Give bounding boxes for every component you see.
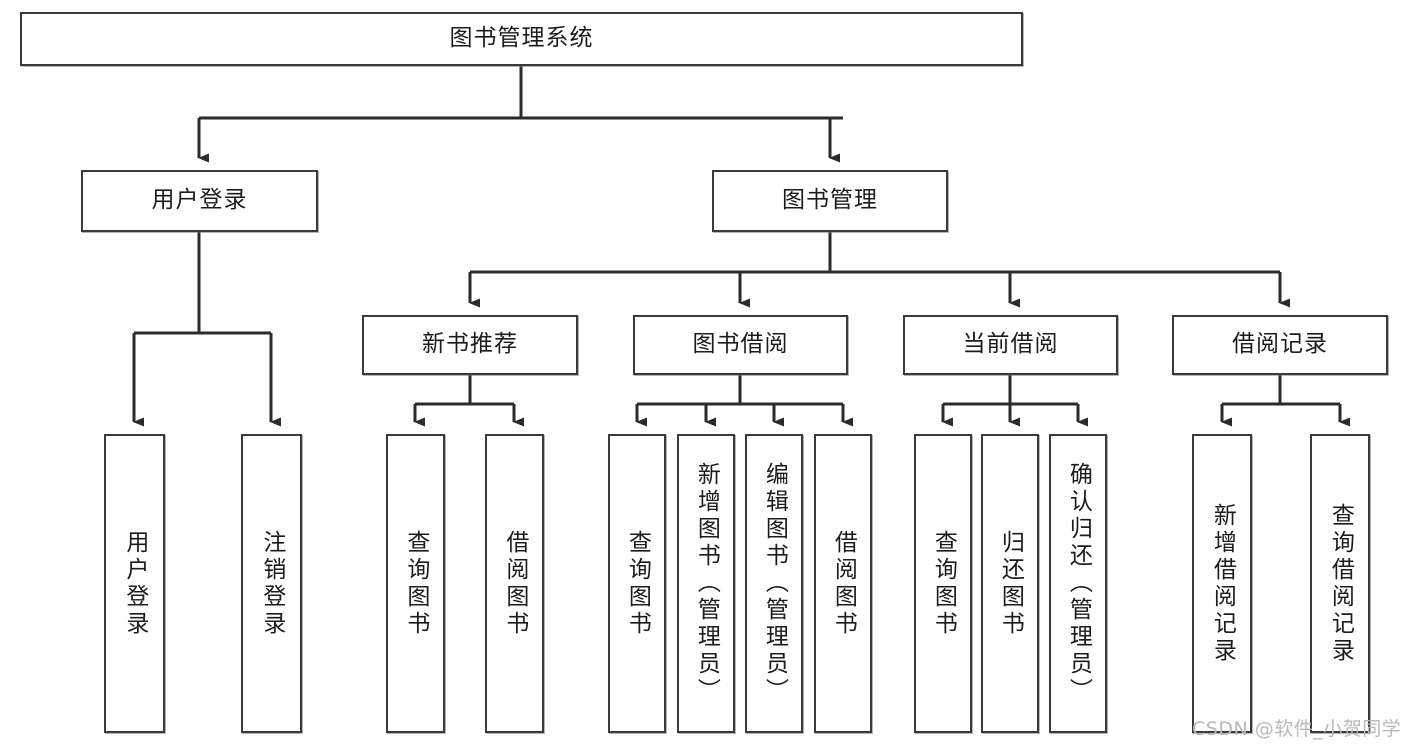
node-leaf-current-borrow-query[interactable]: 查询图书: [914, 434, 972, 733]
node-leaf-book-borrow-add-label: 新增图书（管理员）: [693, 462, 720, 705]
node-leaf-book-borrow-lend-label: 借阅图书: [830, 529, 857, 638]
node-leaf-new-book-borrow[interactable]: 借阅图书: [485, 434, 544, 733]
node-new-book-recommend[interactable]: 新书推荐: [362, 315, 578, 375]
node-leaf-book-borrow-query[interactable]: 查询图书: [608, 434, 666, 733]
node-leaf-current-borrow-return[interactable]: 归还图书: [981, 434, 1039, 733]
node-current-borrow-label: 当前借阅: [962, 331, 1059, 358]
node-leaf-new-book-query[interactable]: 查询图书: [386, 434, 445, 733]
node-new-book-recommend-label: 新书推荐: [422, 331, 518, 358]
node-root-system-label: 图书管理系统: [449, 25, 594, 52]
node-leaf-borrow-record-query-label: 查询借阅记录: [1327, 502, 1354, 665]
node-leaf-user-login-signin[interactable]: 用户登录: [104, 434, 165, 733]
node-borrow-record-label: 借阅记录: [1232, 331, 1328, 358]
node-leaf-user-login-signin-label: 用户登录: [121, 529, 148, 638]
node-leaf-current-borrow-query-label: 查询图书: [930, 529, 957, 638]
node-leaf-new-book-query-label: 查询图书: [402, 529, 429, 638]
node-leaf-borrow-record-add[interactable]: 新增借阅记录: [1192, 434, 1252, 733]
node-leaf-user-login-signout[interactable]: 注销登录: [241, 434, 302, 733]
node-leaf-current-borrow-confirm[interactable]: 确认归还（管理员）: [1049, 434, 1107, 733]
node-leaf-user-login-signout-label: 注销登录: [258, 529, 285, 638]
node-leaf-book-borrow-edit[interactable]: 编辑图书（管理员）: [745, 434, 803, 733]
node-leaf-current-borrow-confirm-label: 确认归还（管理员）: [1065, 462, 1092, 705]
node-leaf-borrow-record-add-label: 新增借阅记录: [1209, 502, 1236, 665]
node-book-manage[interactable]: 图书管理: [712, 170, 948, 232]
node-book-borrow-label: 图书借阅: [692, 331, 789, 358]
node-leaf-book-borrow-lend[interactable]: 借阅图书: [814, 434, 872, 733]
node-user-login-label: 用户登录: [151, 187, 248, 214]
node-book-manage-label: 图书管理: [782, 187, 878, 214]
node-root-system[interactable]: 图书管理系统: [20, 12, 1023, 66]
node-leaf-new-book-borrow-label: 借阅图书: [501, 529, 528, 638]
node-leaf-book-borrow-edit-label: 编辑图书（管理员）: [761, 462, 788, 705]
node-book-borrow[interactable]: 图书借阅: [633, 315, 848, 375]
node-leaf-book-borrow-query-label: 查询图书: [624, 529, 651, 638]
node-leaf-book-borrow-add[interactable]: 新增图书（管理员）: [677, 434, 735, 733]
csdn-watermark: CSDN @软件_小贺同学: [1192, 718, 1402, 740]
node-leaf-current-borrow-return-label: 归还图书: [997, 529, 1024, 638]
node-current-borrow[interactable]: 当前借阅: [903, 315, 1118, 375]
node-leaf-borrow-record-query[interactable]: 查询借阅记录: [1310, 434, 1370, 733]
node-borrow-record[interactable]: 借阅记录: [1172, 315, 1388, 375]
node-user-login[interactable]: 用户登录: [81, 170, 318, 232]
